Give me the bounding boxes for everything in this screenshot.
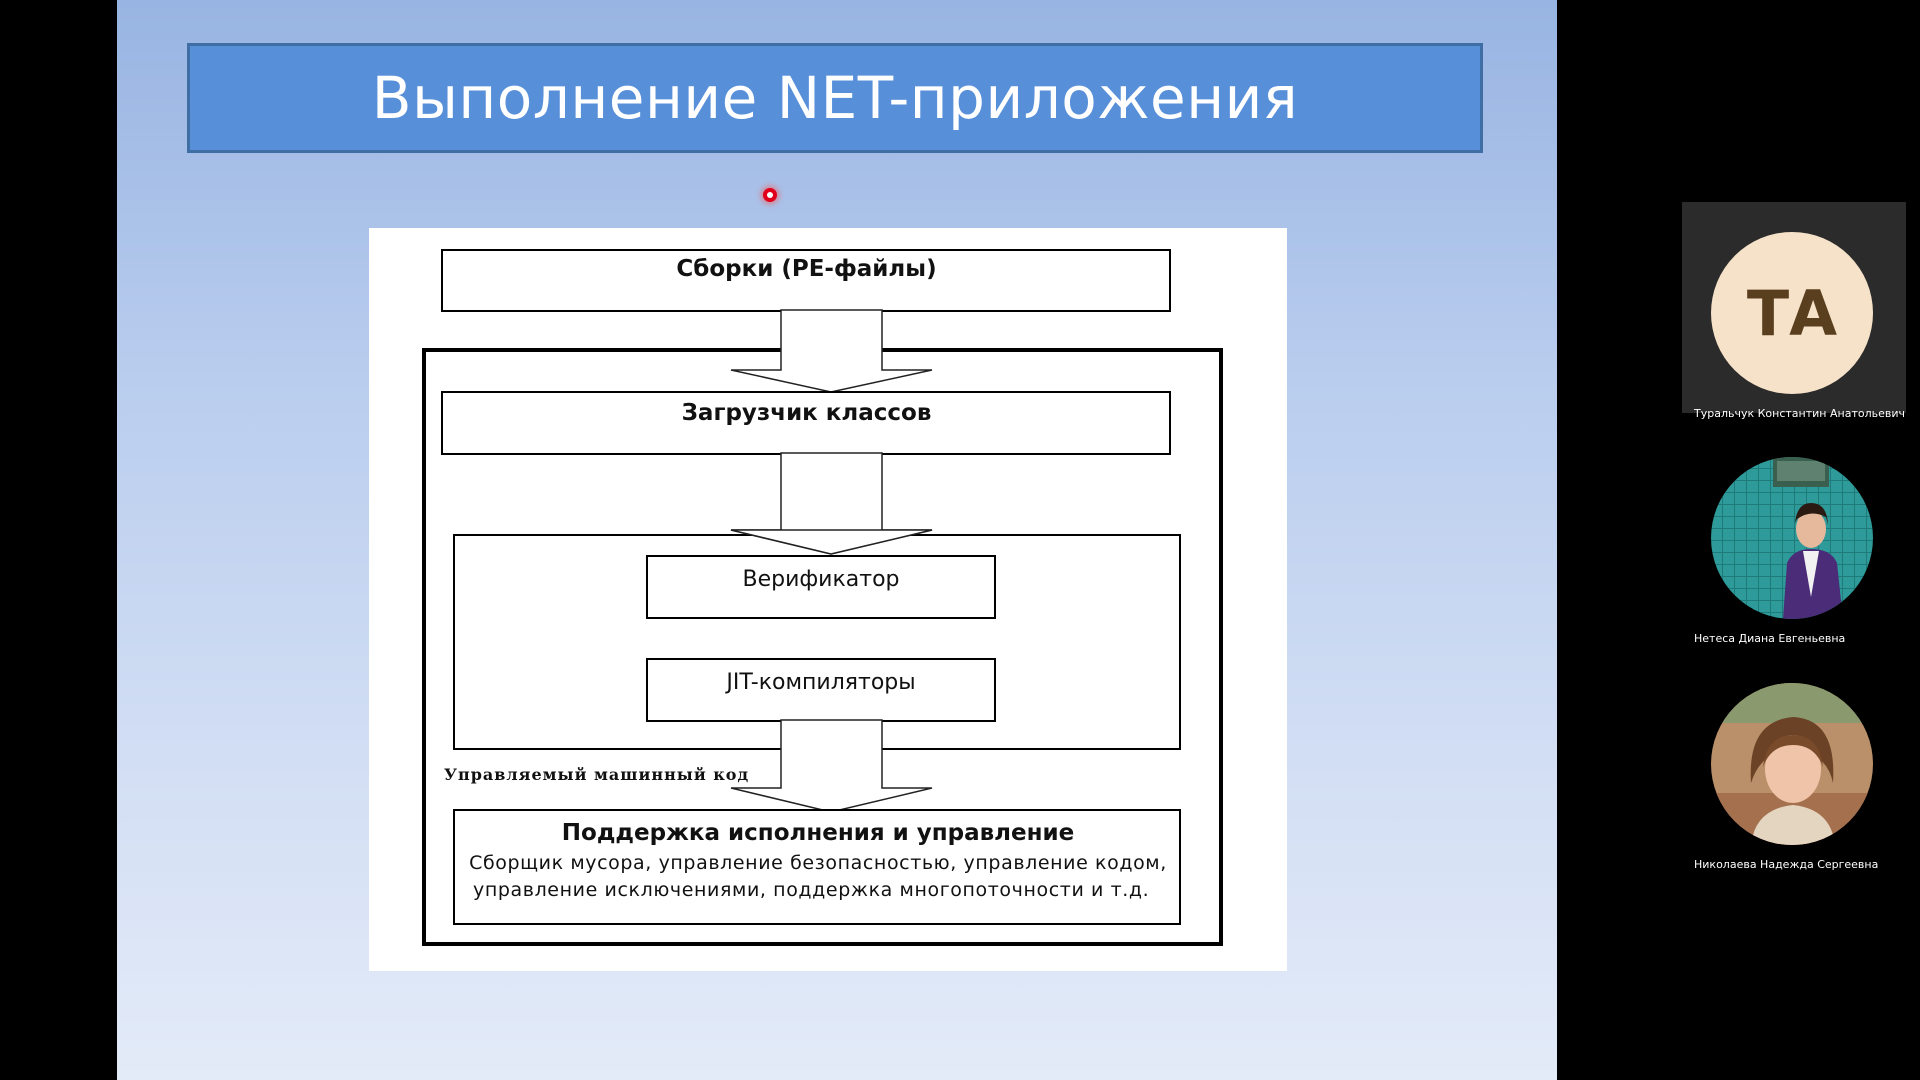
participant-name: Нетеса Диана Евгеньевна [1694,632,1846,645]
avatar-photo [1711,457,1873,619]
arrow-jit-to-support [730,719,933,813]
participant-tile[interactable]: Нетеса Диана Евгеньевна [1682,427,1906,645]
avatar-initials: ТА [1746,276,1838,350]
jit-box [646,658,996,722]
participant-tile[interactable]: ТА Туральчук Константин Анатольевич [1682,202,1906,420]
participant-name: Туральчук Константин Анатольевич [1694,407,1905,420]
avatar: ТА [1711,232,1873,394]
presentation-slide: Выполнение NET-приложения [117,0,1557,1080]
slide-title-bar: Выполнение NET-приложения [187,43,1483,153]
jit-compilers-label: JIT-компиляторы [726,670,916,695]
runtime-support-box [453,809,1181,925]
avatar-photo [1711,683,1873,845]
verifier-label: Верификатор [742,567,900,592]
diagram-shapes [422,249,1223,946]
participant-tile[interactable]: Николаева Надежда Сергеевна [1682,653,1906,871]
avatar [1711,683,1873,845]
avatar [1711,457,1873,619]
verifier-box [646,555,996,619]
laser-pointer-icon [763,188,777,202]
slide-title: Выполнение NET-приложения [371,64,1299,132]
runtime-support-line2: управление исключениями, поддержка много… [473,879,1150,901]
class-loader-label: Загрузчик классов [681,400,932,426]
runtime-support-title: Поддержка исполнения и управление [561,820,1075,846]
net-execution-diagram: Сборки (PE-файлы) Загрузчик классов Вери… [369,228,1287,971]
runtime-support-line1: Сборщик мусора, управление безопасностью… [469,852,1167,874]
managed-code-label: Управляемый машинный код [444,765,750,784]
assemblies-label: Сборки (PE-файлы) [676,256,937,282]
participant-name: Николаева Надежда Сергеевна [1694,858,1879,871]
arrow-assemblies-to-loader [730,309,933,393]
